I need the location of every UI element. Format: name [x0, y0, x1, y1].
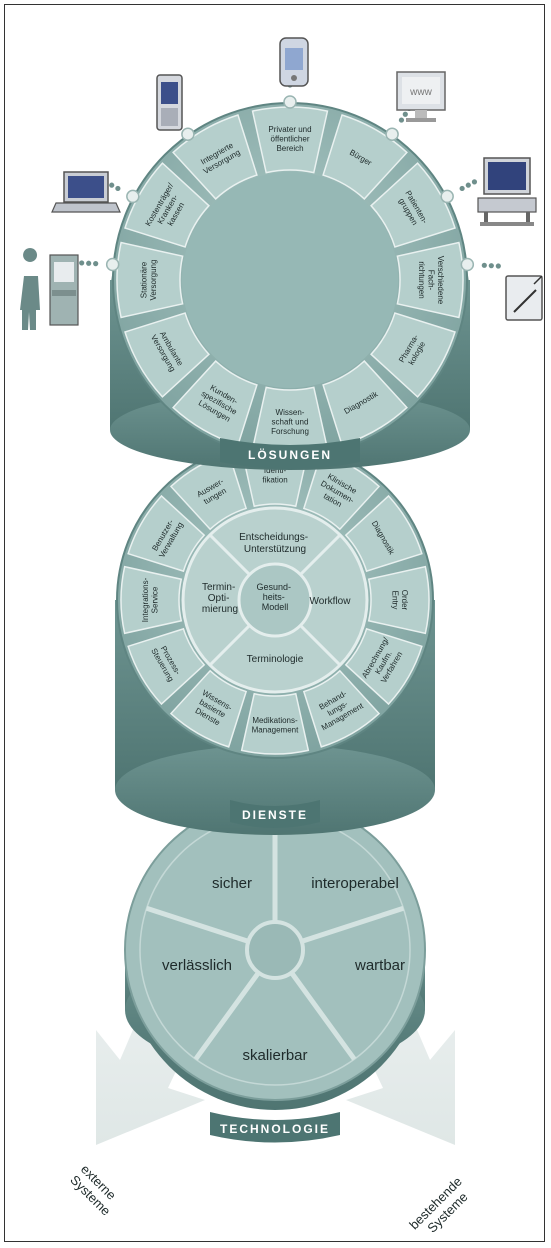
ring-segment [370, 312, 456, 398]
services-inner-left: Termin- Opti- mierung [202, 582, 238, 615]
tech-sector-label: verlässlich [162, 957, 232, 974]
ring-segment [169, 452, 248, 531]
desktop-computer-icon [477, 157, 537, 226]
ring-segment-label: Identi-fikation [262, 466, 287, 485]
connector-dot [402, 111, 408, 117]
ring-segment [251, 106, 329, 174]
connector-knob [385, 127, 399, 141]
ring-segment [322, 114, 408, 200]
services-disk-bottom [115, 745, 435, 835]
existing-systems-label: bestehende Systeme [406, 1171, 478, 1243]
connector-dot [495, 263, 501, 269]
kiosk-terminal-icon [20, 248, 79, 330]
ring-segment [370, 162, 456, 248]
connector-dot [459, 185, 465, 192]
connector-knob [126, 189, 140, 204]
connector-dot [471, 179, 478, 185]
ring-segment [120, 565, 183, 635]
services-label-band [230, 800, 320, 828]
laptop-icon [51, 171, 121, 213]
technology-layer: sicher interoperabel wartbar skalierbar … [124, 799, 426, 1143]
ring-segment [344, 494, 423, 573]
ring-segment [124, 162, 210, 248]
services-title: DIENSTE [242, 808, 308, 822]
technology-hub [245, 920, 305, 980]
connector-dot [79, 260, 85, 266]
services-inner-center: Gesund- heits- Modell [256, 582, 293, 612]
www-monitor-icon: www [396, 71, 446, 122]
ring-segment-label: OrderEntry [390, 590, 409, 611]
technology-title: TECHNOLOGIE [220, 1122, 330, 1136]
services-hub [237, 562, 313, 638]
solutions-label-band [220, 438, 360, 469]
connector-dot [488, 263, 494, 269]
connector-dot [109, 182, 115, 188]
solutions-center [182, 172, 398, 388]
ring-segment-label: VerschiedeneFach-richtungen [417, 256, 445, 305]
ring-segment [172, 360, 258, 446]
connector-dot [86, 260, 92, 266]
connector-knob [181, 127, 195, 141]
smartphone-icon [279, 37, 309, 87]
services-inner-bottom: Terminologie [247, 654, 304, 665]
ring-segment [302, 669, 381, 748]
services-inner-right: Workflow [310, 596, 352, 607]
connector-knob [440, 189, 454, 204]
tech-sector-label: interoperabel [311, 875, 399, 892]
ring-segment-label: StationäreVersorgung [140, 260, 159, 301]
tech-sector-label: sicher [212, 875, 252, 892]
technology-label-band [210, 1112, 340, 1143]
connector-dot [481, 262, 487, 268]
tech-sector-label: skalierbar [242, 1047, 307, 1064]
connector-knob [460, 257, 475, 272]
services-inner-top: Entscheidungs- Unterstützung [239, 532, 311, 555]
ring-segment-label: Medikations-Management [252, 716, 299, 735]
connector-dot [93, 261, 99, 267]
ring-segment [127, 627, 206, 706]
ring-segment [240, 692, 310, 755]
solutions-title: LÖSUNGEN [248, 447, 332, 462]
ring-segment-label: Integrations-Service [141, 577, 160, 622]
ring-segment [127, 494, 206, 573]
svg-text:www: www [409, 87, 432, 98]
handheld-pad-icon [505, 275, 543, 321]
ring-segment [124, 312, 210, 398]
connector-dot [115, 185, 121, 192]
ring-segment [169, 669, 248, 748]
connector-dot [398, 117, 405, 123]
ring-segment [367, 565, 430, 635]
connector-dot [465, 182, 471, 188]
ring-segment [322, 360, 408, 446]
ring-segment [116, 241, 184, 319]
ring-segment [344, 627, 423, 706]
connector-knob [105, 257, 120, 272]
connector-knob [283, 95, 297, 109]
external-systems-label: externe Systeme [67, 1162, 124, 1219]
pda-icon [156, 74, 183, 131]
person-icon [20, 248, 40, 330]
devices: www [20, 37, 543, 330]
tech-sector-label: wartbar [354, 957, 405, 974]
